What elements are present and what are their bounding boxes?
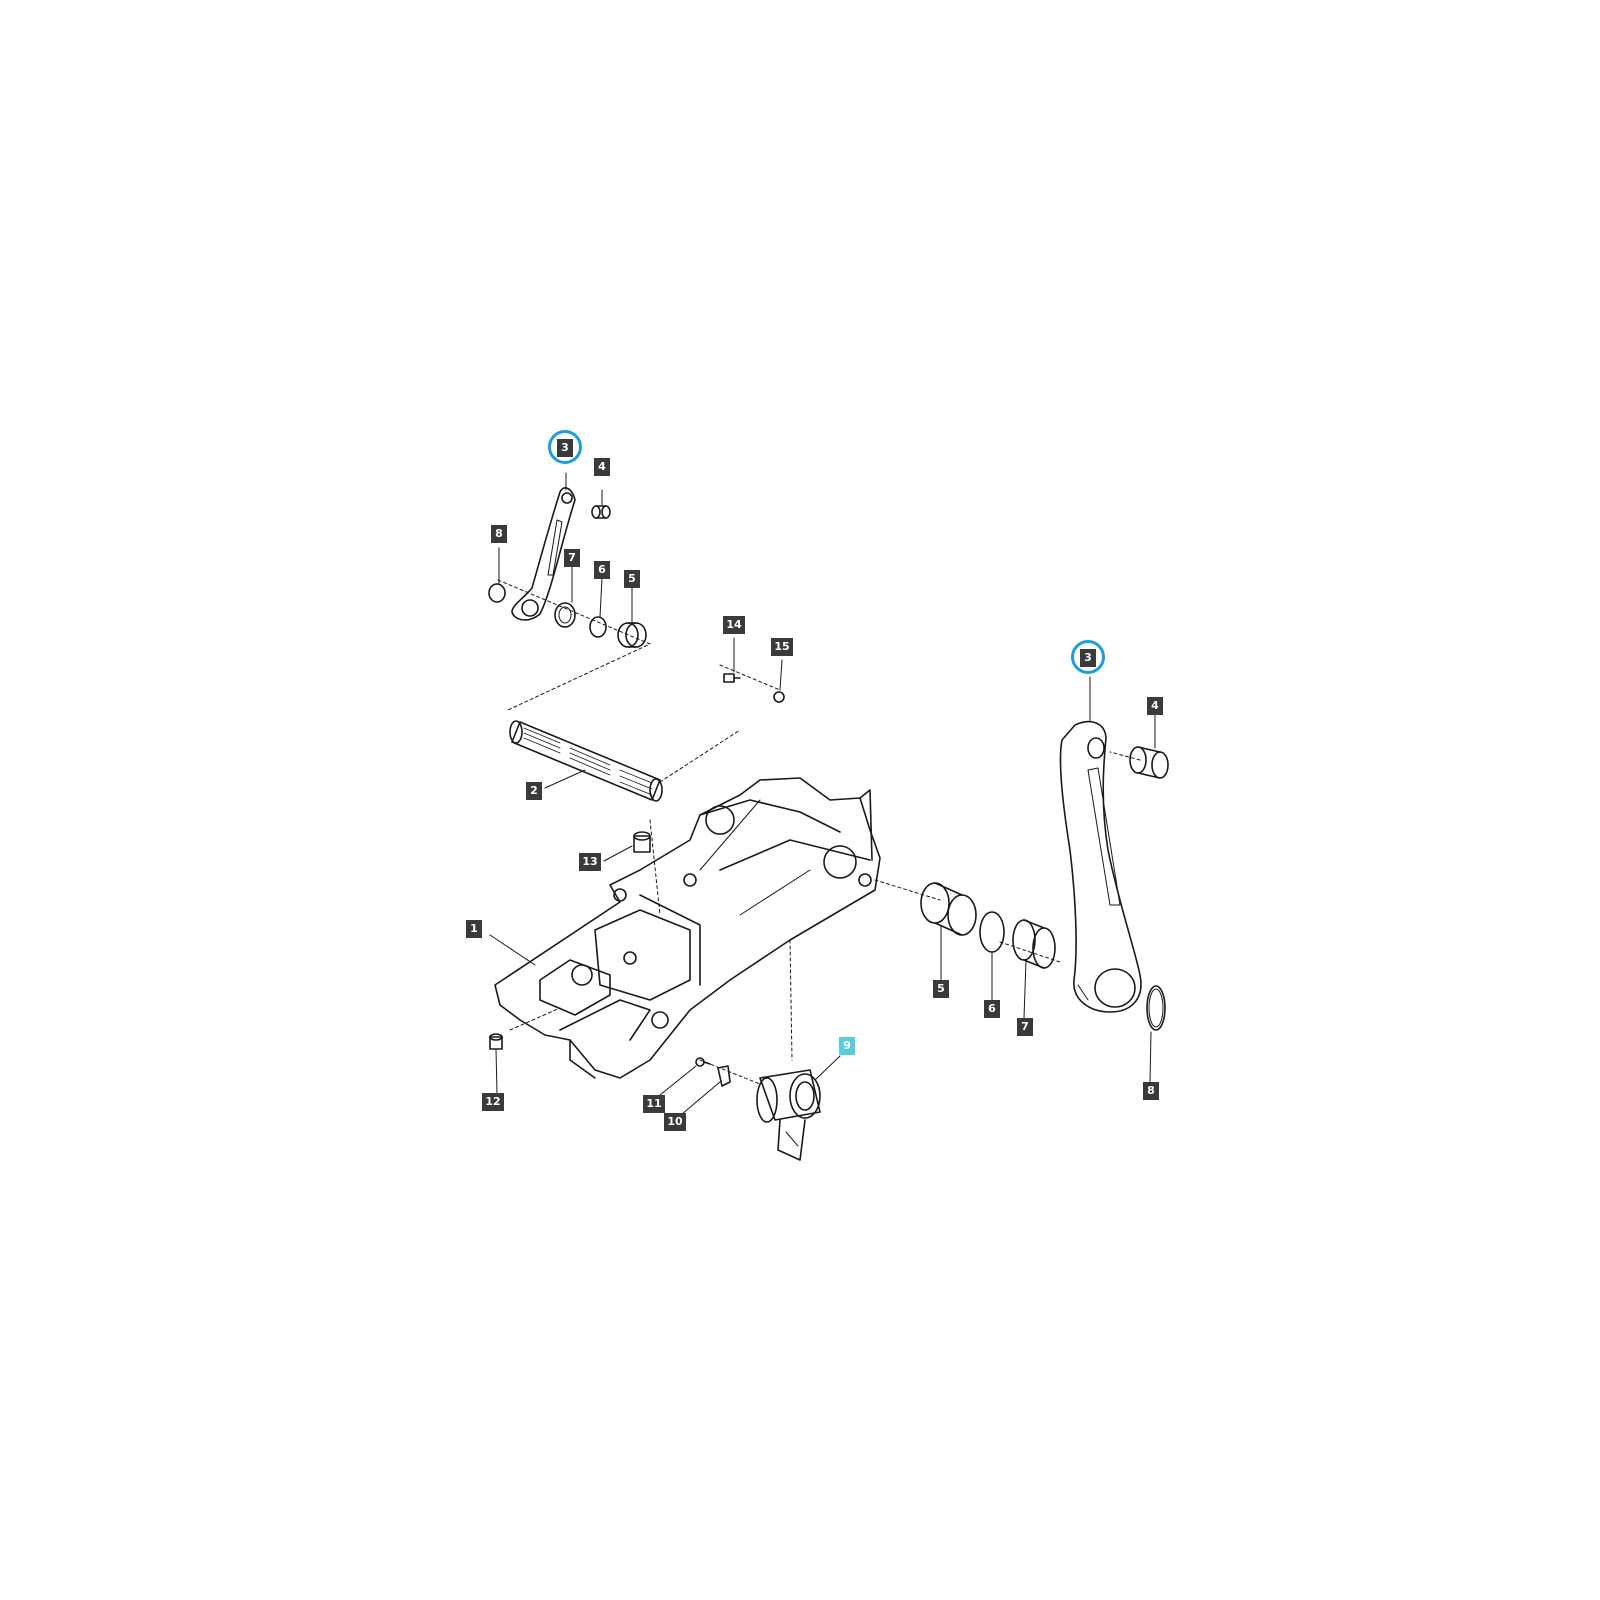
callout-7-bush[interactable]: 7 [1017, 1018, 1033, 1036]
callout-7-small-bush[interactable]: 7 [564, 549, 580, 567]
highlight-ring-lift-arm-small [548, 430, 582, 464]
small-ring-8 [488, 583, 506, 603]
lift-arm [1059, 721, 1142, 1013]
callout-4-small-bush[interactable]: 4 [594, 458, 610, 476]
washer-15 [773, 691, 785, 703]
callout-12-plug[interactable]: 12 [482, 1093, 504, 1111]
screw-11 [695, 1057, 711, 1067]
callout-3-lift-arm[interactable]: 3 [1080, 649, 1096, 667]
lever-sleeve-9 [756, 1069, 821, 1161]
callout-5-small-bush[interactable]: 5 [624, 570, 640, 588]
highlight-ring-lift-arm [1071, 640, 1105, 674]
bush-4 [1129, 746, 1169, 779]
clip-10 [717, 1065, 731, 1087]
callout-8-ring[interactable]: 8 [1143, 1082, 1159, 1100]
small-bush-7 [554, 602, 576, 628]
callout-11-screw[interactable]: 11 [643, 1095, 665, 1113]
small-bush-4 [591, 505, 611, 519]
screw-14 [723, 673, 741, 683]
bolt-13 [633, 831, 651, 853]
assembly-lines [497, 579, 1141, 1085]
callout-8-small-ring[interactable]: 8 [491, 525, 507, 543]
cross-shaft [509, 720, 663, 802]
callout-14-screw[interactable]: 14 [723, 616, 745, 634]
callout-13-bolt[interactable]: 13 [579, 853, 601, 871]
ring-8 [1146, 985, 1166, 1031]
small-bush-5 [617, 622, 647, 648]
callout-2-shaft[interactable]: 2 [526, 782, 542, 800]
callout-10-clip[interactable]: 10 [664, 1113, 686, 1131]
plug-12 [489, 1033, 503, 1050]
lift-housing [494, 777, 881, 1079]
callout-1-housing[interactable]: 1 [466, 920, 482, 938]
bush-5 [920, 882, 977, 936]
ring-6 [979, 911, 1005, 953]
callout-4-bush[interactable]: 4 [1147, 697, 1163, 715]
callout-15-washer[interactable]: 15 [771, 638, 793, 656]
callout-6-ring[interactable]: 6 [984, 1000, 1000, 1018]
small-lift-arm [511, 487, 576, 621]
callout-6-small-ring[interactable]: 6 [594, 561, 610, 579]
small-ring-6 [589, 616, 607, 638]
leader-lines [489, 472, 1156, 1115]
bush-7 [1012, 919, 1056, 969]
callout-5-bush[interactable]: 5 [933, 980, 949, 998]
callout-3-small-arm[interactable]: 3 [557, 439, 573, 457]
callout-9-lever[interactable]: 9 [839, 1037, 855, 1055]
